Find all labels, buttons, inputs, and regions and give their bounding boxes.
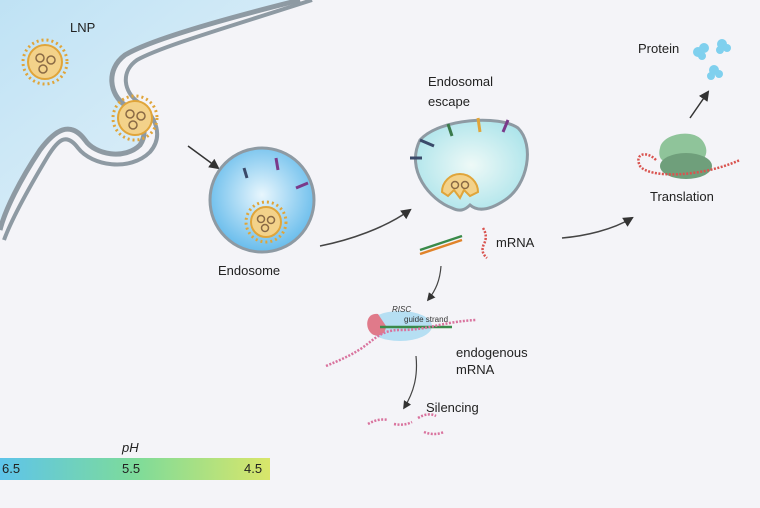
ribosome [637,133,741,179]
ph-tick-2: 4.5 [244,461,263,476]
ph-scale-title: pH [122,440,139,455]
lnp-particle-1 [21,38,69,86]
label-silencing: Silencing [426,400,479,415]
label-endogenous-line1: endogenous [456,345,528,360]
label-risc: RISC [392,305,411,314]
label-mrna: mRNA [496,235,535,250]
ph-tick-1: 5.5 [122,461,141,476]
mrna-strand [481,227,488,259]
risc-complex [325,311,477,368]
label-guide-strand: guide strand [404,315,448,324]
lnp-in-endosome [244,200,288,244]
arrow-to-protein [689,90,710,119]
arrow-to-risc [426,265,442,302]
lnp-escaping [440,173,480,200]
escaping-endosome [410,117,529,212]
degraded-mrna-fragments [367,413,445,436]
label-protein: Protein [638,41,679,56]
label-endogenous-line2: mRNA [456,362,495,377]
cell-membrane [0,0,313,241]
label-endosomal-escape-line2: escape [428,94,470,109]
endosome [208,146,316,254]
arrow-to-silencing [403,355,418,410]
arrow-to-endosome [187,145,220,170]
protein-icon [693,39,731,80]
sirna-duplex [419,234,463,256]
label-endosome: Endosome [218,263,280,278]
arrow-to-escape [319,208,412,247]
label-endosomal-escape-line1: Endosomal [428,74,493,89]
lnp-particle-2 [111,94,159,142]
arrow-to-translation [561,216,634,239]
label-translation: Translation [650,189,714,204]
ph-scale-bar [0,458,270,480]
ph-tick-0: 6.5 [2,461,21,476]
label-lnp: LNP [70,20,95,35]
